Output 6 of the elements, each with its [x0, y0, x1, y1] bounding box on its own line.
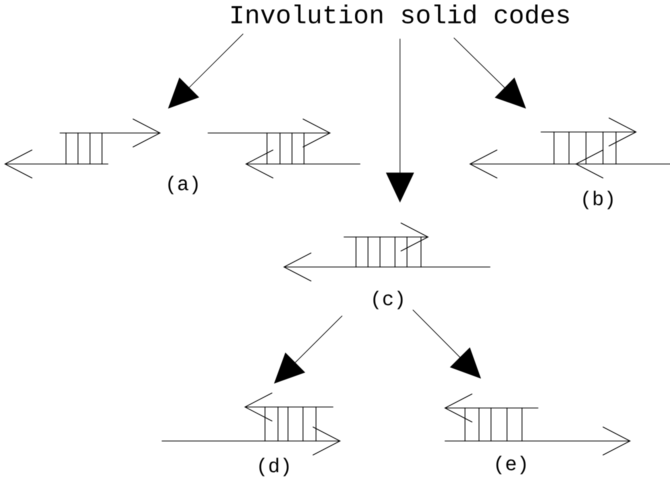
panel-label: (d) — [259, 458, 289, 476]
panel-label: (a) — [168, 176, 198, 194]
panel-label: (c) — [373, 290, 403, 310]
panel-label: (b) — [583, 190, 613, 210]
heading-text: Involution solid codes — [232, 4, 569, 24]
panel-label: (e) — [496, 456, 526, 474]
